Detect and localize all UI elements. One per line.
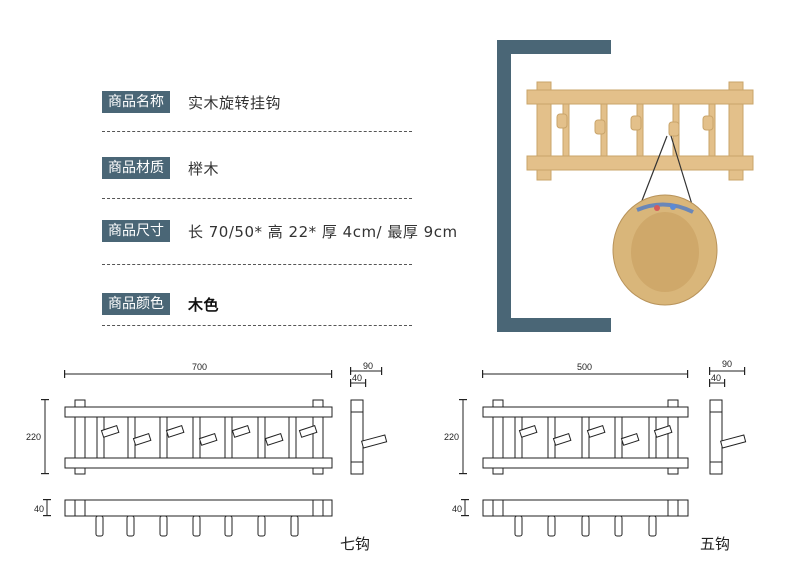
product-photo [497, 40, 754, 332]
spec-row-color: 商品颜色 木色 [102, 292, 219, 316]
spec-value-size: 长 70/50* 高 22* 厚 4cm/ 最厚 9cm [188, 222, 458, 241]
divider [102, 264, 412, 265]
photo-frame [497, 40, 611, 332]
wooden-rack [526, 81, 754, 181]
spec-row-material: 商品材质 榉木 [102, 156, 219, 180]
dim-maxdepth-seven: 90 [363, 361, 373, 371]
spec-value-material: 榉木 [188, 159, 220, 178]
divider [102, 131, 412, 132]
dim-height-seven: 220 [26, 432, 41, 442]
drawing-five-front [459, 370, 689, 475]
spec-label-name: 商品名称 [102, 91, 170, 113]
dim-maxdepth-five: 90 [722, 359, 732, 369]
dim-depth-five: 40 [452, 504, 462, 514]
dim-width-seven: 700 [192, 362, 207, 372]
dim-height-five: 220 [444, 432, 459, 442]
drawing-seven-side [350, 367, 388, 475]
spec-label-material: 商品材质 [102, 157, 170, 179]
spec-row-size: 商品尺寸 长 70/50* 高 22* 厚 4cm/ 最厚 9cm [102, 219, 458, 243]
caption-seven: 七钩 [340, 535, 371, 553]
spec-row-name: 商品名称 实木旋转挂钩 [102, 90, 281, 114]
drawing-five-top [461, 499, 689, 537]
spec-label-size: 商品尺寸 [102, 220, 170, 242]
divider [102, 325, 412, 326]
dim-sidedepth-seven: 40 [352, 373, 362, 383]
divider [102, 198, 412, 199]
technical-drawings: 700 220 90 40 40 [26, 359, 747, 537]
dim-depth-seven: 40 [34, 504, 44, 514]
caption-five: 五钩 [700, 535, 731, 553]
drawing-seven-top [43, 499, 333, 537]
drawing-seven-front [41, 370, 333, 475]
dim-sidedepth-five: 40 [711, 373, 721, 383]
straw-hat [612, 194, 718, 306]
spec-value-color: 木色 [188, 295, 220, 314]
dim-width-five: 500 [577, 362, 592, 372]
spec-value-name: 实木旋转挂钩 [188, 93, 282, 112]
spec-label-color: 商品颜色 [102, 293, 170, 315]
drawing-five-side [709, 367, 747, 475]
